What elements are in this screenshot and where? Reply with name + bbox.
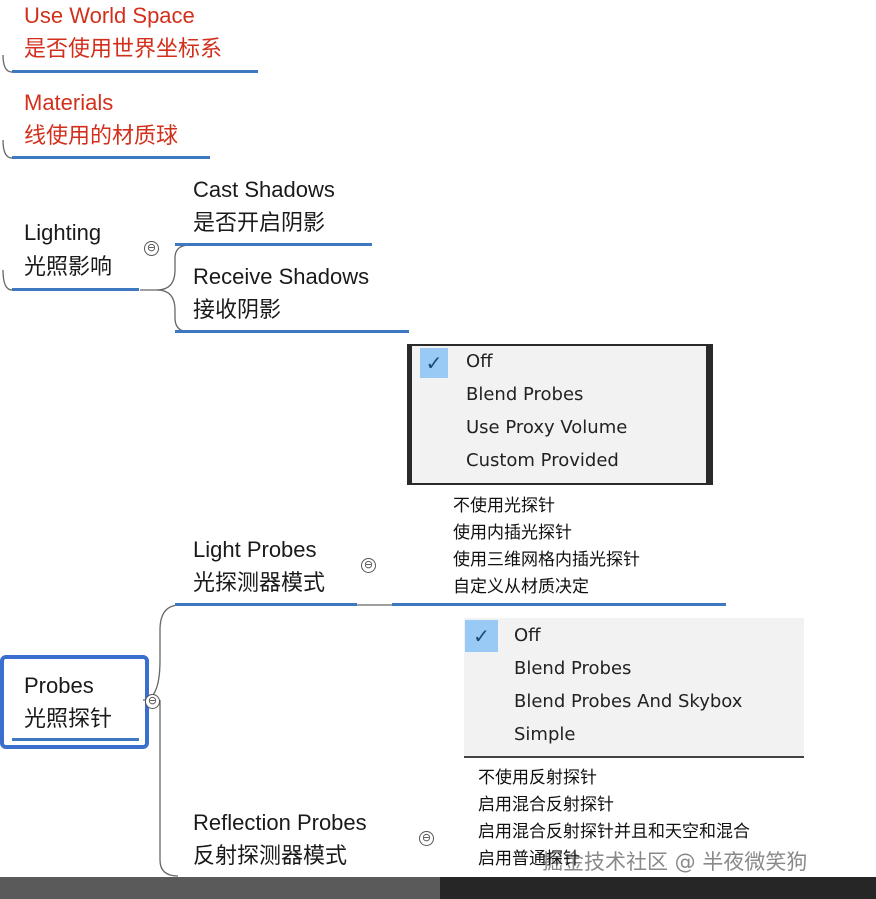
reflection-probes-subtitle: 反射探测器模式 [193, 844, 348, 869]
cast-shadows-underline [175, 243, 372, 246]
reflection-probes-note: 启用普通探针 [478, 849, 580, 869]
cast-shadows-title: Cast Shadows [193, 177, 335, 202]
light-probes-option-custom-provided[interactable]: Custom Provided [466, 450, 619, 471]
receive-shadows-subtitle: 接收阴影 [193, 298, 282, 323]
probes-underline [12, 738, 139, 741]
reflection-probes-option-blend-probes-and-skybox[interactable]: Blend Probes And Skybox [514, 691, 743, 712]
light-probes-note: 使用三维网格内插光探针 [453, 550, 640, 570]
reflection-probes-option-simple[interactable]: Simple [514, 724, 576, 745]
light-probes-underline [175, 603, 357, 606]
reflection-probes-note: 启用混合反射探针并且和天空和混合 [478, 822, 750, 842]
lighting-subtitle: 光照影响 [24, 255, 113, 280]
light-probes-option-use-proxy-volume[interactable]: Use Proxy Volume [466, 417, 628, 438]
light-probes-collapse-icon[interactable]: ⊖ [361, 558, 376, 573]
reflection-probes-note: 不使用反射探针 [478, 768, 597, 788]
light-probes-note: 使用内插光探针 [453, 523, 572, 543]
use-world-space-title: Use World Space [24, 3, 195, 28]
reflection-probes-menu: ✓ Off Blend Probes Blend Probes And Skyb… [464, 618, 804, 756]
reflection-probes-note: 启用混合反射探针 [478, 795, 614, 815]
reflection-probes-option-off[interactable]: Off [514, 625, 541, 646]
probes-title: Probes [24, 673, 94, 698]
reflection-probes-menu-border [464, 756, 804, 758]
light-probes-title: Light Probes [193, 537, 317, 562]
light-probes-notes-underline [392, 603, 726, 606]
light-probes-subtitle: 光探测器模式 [193, 571, 326, 596]
lighting-underline [12, 288, 139, 291]
light-probes-option-blend-probes[interactable]: Blend Probes [466, 384, 584, 405]
receive-shadows-title: Receive Shadows [193, 264, 370, 289]
light-probes-note: 不使用光探针 [453, 496, 555, 516]
check-icon: ✓ [420, 348, 448, 378]
watermark: 掘金技术社区 @ 半夜微笑狗 [542, 850, 808, 874]
lighting-collapse-icon[interactable]: ⊖ [144, 241, 159, 256]
use-world-space-subtitle: 是否使用世界坐标系 [24, 37, 223, 62]
use-world-space-underline [12, 70, 258, 73]
probes-subtitle: 光照探针 [24, 707, 113, 732]
reflection-probes-collapse-icon[interactable]: ⊖ [419, 831, 434, 846]
lighting-title: Lighting [24, 220, 102, 245]
light-probes-option-off[interactable]: Off [466, 351, 493, 372]
check-icon: ✓ [465, 620, 498, 652]
probes-collapse-icon[interactable]: ⊖ [145, 694, 160, 709]
materials-subtitle: 线使用的材质球 [24, 124, 179, 149]
light-probes-note: 自定义从材质决定 [453, 577, 589, 597]
materials-title: Materials [24, 90, 114, 115]
reflection-probes-title: Reflection Probes [193, 810, 367, 835]
receive-shadows-underline [175, 330, 409, 333]
light-probes-menu: ✓ Off Blend Probes Use Proxy Volume Cust… [412, 346, 706, 483]
reflection-probes-option-blend-probes[interactable]: Blend Probes [514, 658, 632, 679]
materials-underline [12, 156, 210, 159]
cast-shadows-subtitle: 是否开启阴影 [193, 211, 326, 236]
footer-bar-dark [440, 877, 876, 899]
